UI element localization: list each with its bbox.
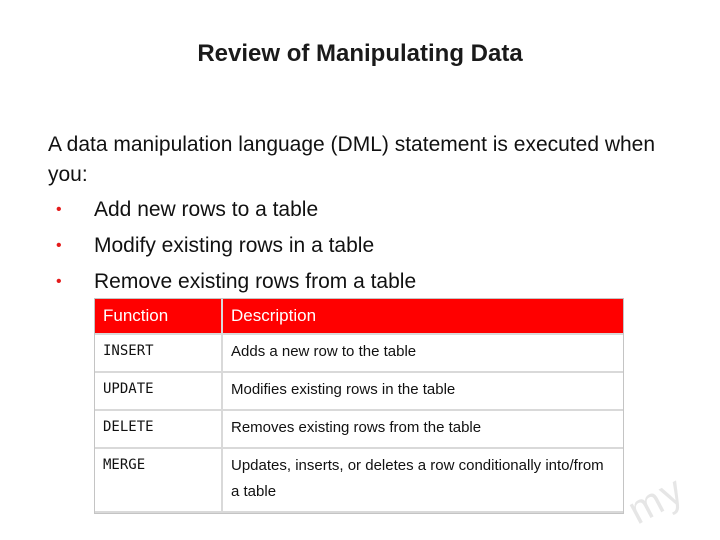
bullet-item: • Modify existing rows in a table — [48, 232, 416, 268]
description-cell: Updates, inserts, or deletes a row condi… — [223, 449, 623, 513]
bullet-list: • Add new rows to a table • Modify existin… — [48, 196, 416, 304]
table-row: UPDATE Modifies existing rows in the tab… — [95, 373, 623, 411]
table-row: MERGE Updates, inserts, or deletes a row… — [95, 449, 623, 513]
header-function: Function — [95, 299, 223, 335]
intro-text: A data manipulation language (DML) state… — [48, 133, 656, 186]
bullet-item: • Remove existing rows from a table — [48, 268, 416, 304]
bullet-icon: • — [56, 201, 62, 218]
bullet-item: • Add new rows to a table — [48, 196, 416, 232]
description-cell: Removes existing rows from the table — [223, 411, 623, 449]
table-row: DELETE Removes existing rows from the ta… — [95, 411, 623, 449]
bullet-text: Add new rows to a table — [94, 198, 319, 221]
bullet-text: Remove existing rows from a table — [94, 270, 417, 293]
description-cell: Adds a new row to the table — [223, 335, 623, 373]
table-header-row: Function Description — [95, 299, 623, 335]
dml-table: Function Description INSERT Adds a new r… — [94, 298, 624, 514]
function-cell: UPDATE — [95, 373, 223, 411]
function-cell: INSERT — [95, 335, 223, 373]
function-cell: DELETE — [95, 411, 223, 449]
slide-title: Review of Manipulating Data — [197, 40, 523, 67]
description-cell: Modifies existing rows in the table — [223, 373, 623, 411]
watermark: my — [620, 467, 693, 533]
bullet-text: Modify existing rows in a table — [94, 234, 375, 257]
function-cell: MERGE — [95, 449, 223, 513]
bullet-icon: • — [56, 273, 62, 290]
table-row: INSERT Adds a new row to the table — [95, 335, 623, 373]
header-description: Description — [223, 299, 623, 335]
bullet-icon: • — [56, 237, 62, 254]
